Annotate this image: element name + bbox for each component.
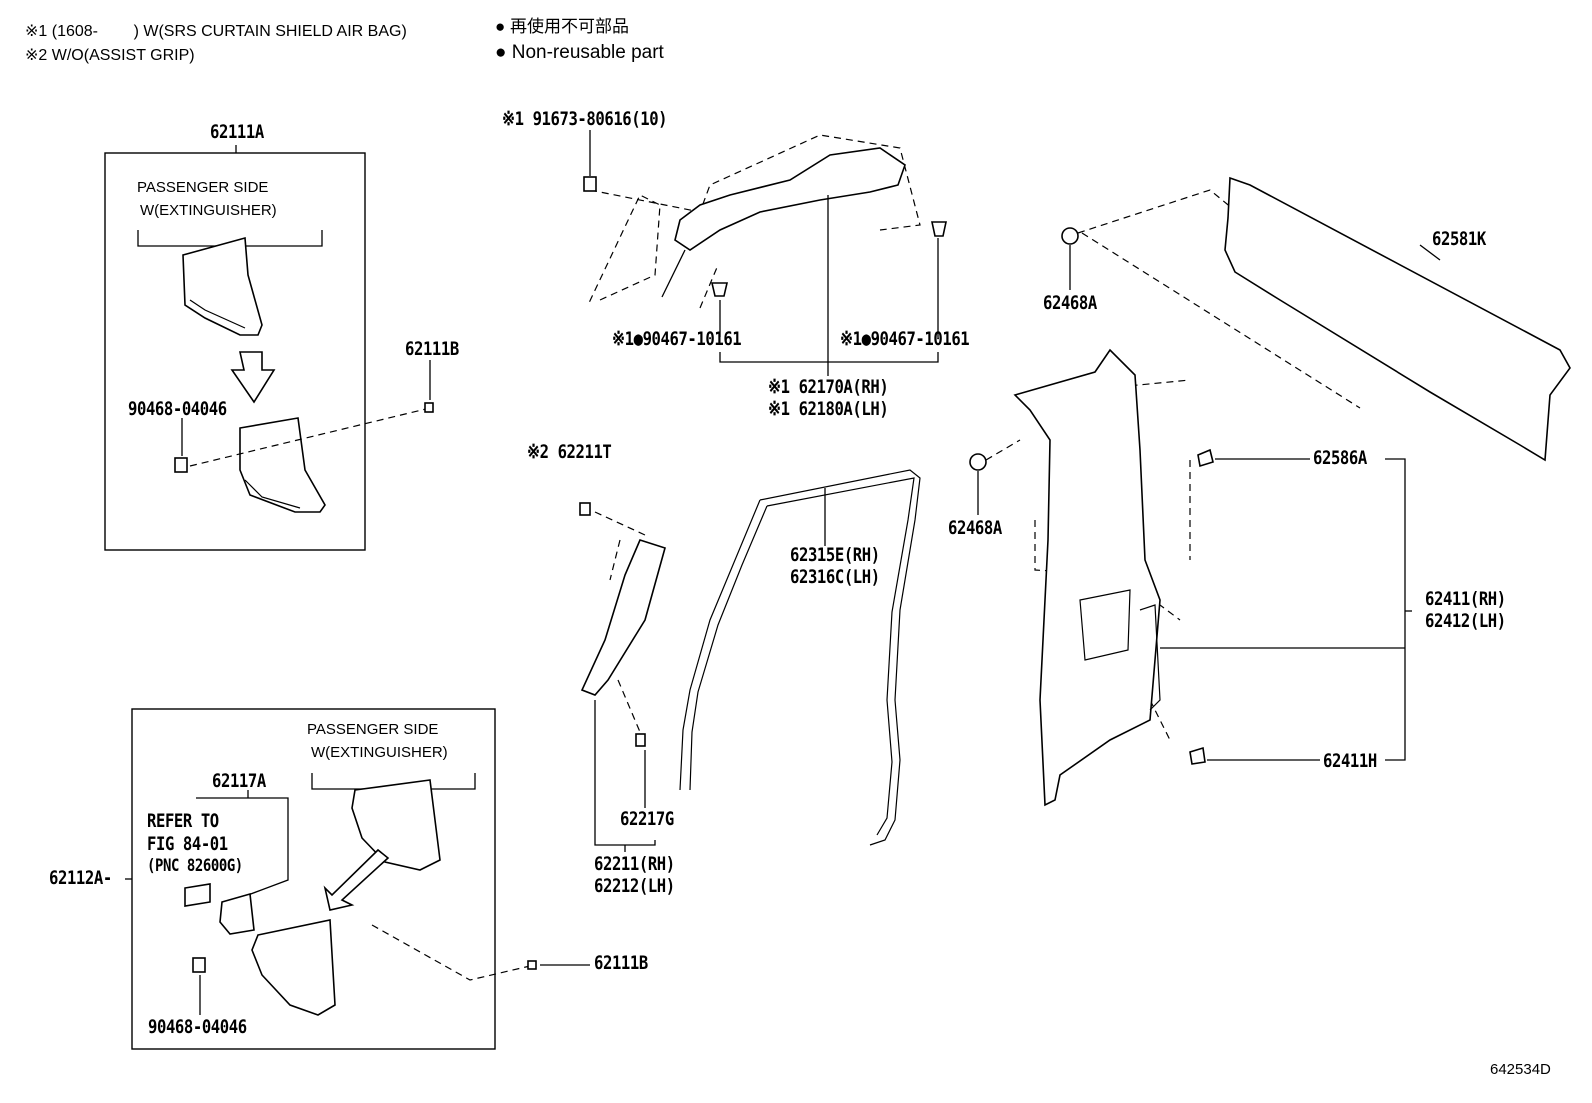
curtain-airbag-assembly [674, 147, 906, 251]
label-62411H: 62411H [1323, 750, 1377, 772]
label-62586A: 62586A [1313, 447, 1367, 469]
note-2: ※2 W/O(ASSIST GRIP) [25, 47, 195, 64]
clip-90468-2-icon [192, 957, 206, 973]
label-62111A: 62111A [210, 121, 264, 143]
label-90467-left: ※1●90467-10161 [612, 328, 742, 350]
clip-62217G-icon [635, 733, 646, 747]
label-passenger-side-1: PASSENGER SIDE [137, 179, 269, 196]
clip-62468A-top-icon [1061, 227, 1079, 245]
down-arrow-icon [230, 351, 276, 404]
clip-90467-right-icon [931, 221, 947, 237]
label-90467-right: ※1●90467-10161 [840, 328, 970, 350]
label-62117A: 62117A [212, 770, 266, 792]
clip-90468-icon [174, 457, 188, 473]
label-62468A-top: 62468A [1043, 292, 1097, 314]
weatherstrip-62315E [766, 477, 915, 836]
legend-english: ● Non-reusable part [495, 42, 664, 63]
diagram-id: 642534D [1490, 1061, 1551, 1078]
label-passenger-side-2: PASSENGER SIDE [307, 721, 439, 738]
pad-icon [184, 883, 211, 907]
kick-panel-upper-2 [351, 779, 441, 871]
clip-62411H-icon [1189, 746, 1206, 765]
screw-62111B-icon [424, 402, 434, 413]
label-62211-rh: 62211(RH) [594, 853, 675, 875]
label-62111B-2: 62111B [594, 952, 648, 974]
label-62217G: 62217G [620, 808, 674, 830]
clip-62586A-icon [1197, 448, 1214, 468]
quarter-trim-62411 [1013, 348, 1161, 807]
label-62412-lh: 62412(LH) [1425, 610, 1506, 632]
kick-panel-lower [239, 417, 326, 513]
note-1: ※1 (1608- ) W(SRS CURTAIN SHIELD AIR BAG… [25, 23, 407, 40]
kick-panel-upper [182, 236, 263, 336]
kick-panel-lower-2 [251, 919, 336, 1016]
label-w-extinguisher-1: W(EXTINGUISHER) [140, 202, 277, 219]
label-62211T: ※2 62211T [527, 441, 612, 463]
label-62316C: 62316C(LH) [790, 566, 880, 588]
label-90468-04046-1: 90468-04046 [128, 398, 227, 420]
diagonal-arrow-icon [323, 848, 390, 911]
clip-90467-left-icon [710, 282, 729, 297]
screw-62211T-icon [579, 502, 591, 516]
label-62315E: 62315E(RH) [790, 544, 880, 566]
label-pnc: (PNC 82600G) [147, 856, 243, 876]
label-62468A-mid: 62468A [948, 517, 1002, 539]
lid-icon [219, 892, 255, 935]
pillar-garnish-62211 [580, 539, 666, 696]
label-62212-lh: 62212(LH) [594, 875, 675, 897]
label-refer-to: REFER TO [147, 810, 219, 832]
bolt-91673-icon [583, 176, 597, 192]
label-w-extinguisher-2: W(EXTINGUISHER) [311, 744, 448, 761]
label-62581K: 62581K [1432, 228, 1486, 250]
label-62411-rh: 62411(RH) [1425, 588, 1506, 610]
label-fig-84-01: FIG 84-01 [147, 833, 228, 855]
label-62180A: ※1 62180A(LH) [768, 398, 889, 420]
group-box-62111A [104, 152, 366, 551]
clip-62468A-mid-icon [969, 453, 987, 471]
label-62112A: 62112A- [49, 867, 112, 889]
rail-62581K [1224, 176, 1571, 462]
label-91673-80616: ※1 91673-80616(10) [502, 108, 668, 130]
legend-japanese: ● 再使用不可部品 [495, 17, 629, 36]
label-90468-04046-2: 90468-04046 [148, 1016, 247, 1038]
label-62111B-1: 62111B [405, 338, 459, 360]
label-62170A: ※1 62170A(RH) [768, 376, 889, 398]
screw-62111B-2-icon [527, 960, 537, 970]
